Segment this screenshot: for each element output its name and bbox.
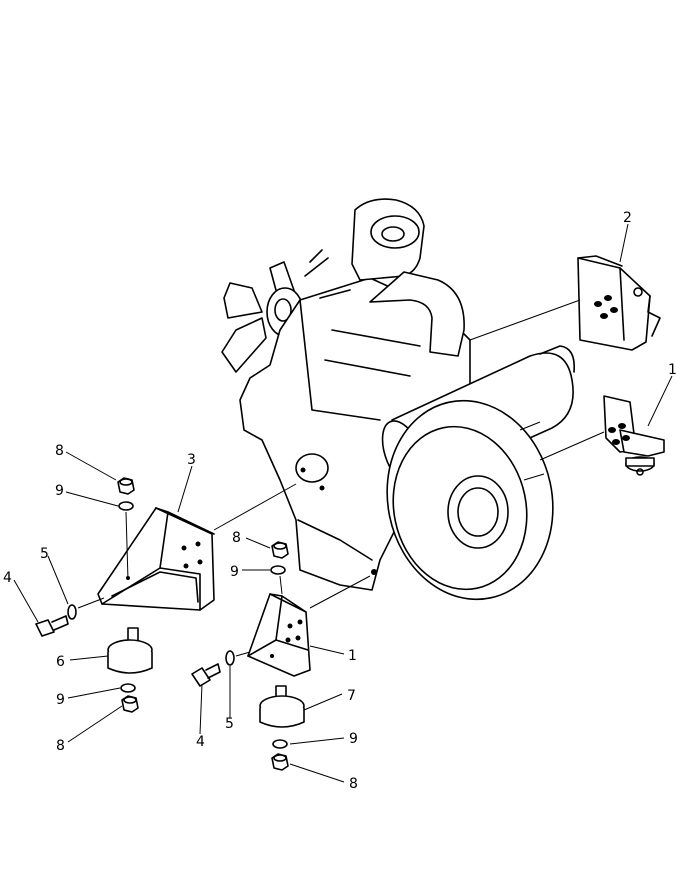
nut-bottom-left	[121, 695, 139, 713]
washer-center	[270, 565, 286, 575]
alignment-lines	[77, 299, 605, 657]
washer-bottom-left	[120, 683, 136, 693]
callout-1-center: 1	[348, 648, 357, 664]
front-right-mount-bracket	[603, 395, 665, 476]
callout-7: 7	[347, 688, 356, 704]
intake-elbow	[351, 198, 465, 357]
callout-2: 2	[623, 210, 632, 226]
callout-8-bottom-right: 8	[349, 776, 358, 792]
callout-9-bottom-left: 9	[56, 692, 65, 708]
callout-5-left: 5	[40, 546, 49, 562]
callout-8-bottom-left: 8	[56, 738, 65, 754]
callout-5-center: 5	[225, 716, 234, 732]
callout-9-top-left: 9	[55, 483, 64, 499]
engine-assembly	[221, 198, 576, 601]
center-mount-bracket	[247, 593, 311, 677]
callout-leaders	[13, 223, 673, 783]
callout-9-bottom-right: 9	[349, 731, 358, 747]
callout-4-center: 4	[196, 734, 205, 750]
bolt-center	[191, 663, 221, 687]
callout-4-left: 4	[3, 570, 12, 586]
callout-8-top-left: 8	[55, 443, 64, 459]
flywheel-housing	[386, 399, 554, 601]
washer-bottom-right	[272, 739, 288, 749]
washer-5-center	[225, 650, 235, 666]
callout-9-center: 9	[230, 564, 239, 580]
bolt-left	[35, 615, 69, 637]
nut-bottom-right	[271, 753, 289, 771]
rear-mount-bracket	[577, 255, 661, 351]
washer-5-left	[67, 604, 77, 620]
nut-top-left	[117, 477, 135, 495]
washer-top-left	[118, 501, 134, 511]
callout-6: 6	[56, 654, 65, 670]
rubber-mount-6	[107, 627, 153, 674]
left-mount-bracket	[97, 507, 215, 611]
rubber-mount-7	[259, 685, 305, 728]
nut-center	[271, 541, 289, 559]
callout-3: 3	[187, 452, 196, 468]
callout-8-center: 8	[232, 530, 241, 546]
callout-1-right: 1	[668, 362, 676, 378]
